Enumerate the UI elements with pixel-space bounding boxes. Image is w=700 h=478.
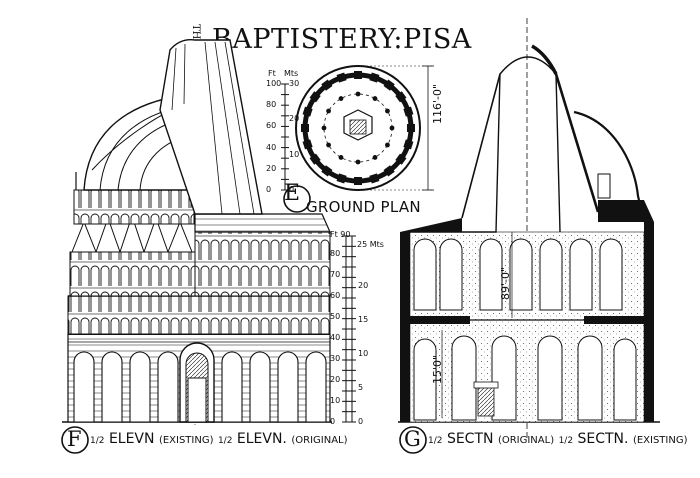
- section-left-fraction: 1/2: [428, 436, 443, 446]
- plan-column: [321, 125, 327, 131]
- plan-column: [372, 155, 378, 160]
- plan-column: [385, 108, 390, 114]
- section-caption: 1/2 SECTN (ORIGINAL) 1/2 SECTN. (EXISTIN…: [428, 432, 688, 446]
- elevation-scale-metre-label: 5: [358, 383, 364, 392]
- plan-scale-metre-label: 0: [289, 185, 295, 194]
- plan-column: [338, 155, 344, 160]
- plan-scale-feet-label: 20: [266, 163, 277, 173]
- ground-plan-letter: E: [284, 181, 301, 206]
- plan-pier: [395, 153, 407, 165]
- elevation-scale-feet-label: 40: [330, 333, 341, 342]
- ground-plan-label: GROUND PLAN: [306, 198, 421, 216]
- plan-column: [389, 125, 395, 131]
- plan-pier: [302, 139, 313, 150]
- main-portal: [179, 342, 215, 423]
- plan-pier: [395, 91, 407, 103]
- section-right-fraction: 1/2: [558, 436, 574, 446]
- lower-arcade: [73, 351, 327, 423]
- elevation-right-label: ELEVN.: [236, 431, 287, 447]
- plan-scale-bar: [281, 83, 289, 191]
- ground-plan-dimension: 116'-0": [431, 83, 444, 124]
- plan-pier: [369, 72, 380, 83]
- plan-pier: [309, 153, 321, 165]
- plan-scale-metre-label: 20: [289, 114, 300, 124]
- section-dimension-upper: 89'-0": [499, 266, 512, 300]
- plan-pier: [309, 91, 321, 103]
- title-mark: THE: [190, 24, 201, 47]
- plan-scale-feet-label: 40: [266, 142, 277, 152]
- elevation-scale-feet-label: 50: [330, 312, 341, 321]
- elevation-scale-metre-unit: 25 Mts: [357, 240, 384, 249]
- plan-pier: [302, 106, 313, 117]
- plan-scale-feet-label: 0: [266, 185, 272, 194]
- plan-scale-metre-label: 30: [289, 79, 300, 88]
- plan-pier: [383, 79, 395, 91]
- section-drawing: [398, 44, 660, 454]
- elevation-left-label: ELEVN: [108, 431, 155, 447]
- plan-pier: [336, 72, 347, 83]
- plan-pier: [301, 124, 309, 132]
- section-right-note: (EXISTING): [632, 435, 688, 446]
- elevation-scale-feet-label: 70: [330, 270, 341, 279]
- plan-pier: [383, 165, 395, 177]
- elevation-left-note: (EXISTING): [158, 435, 214, 446]
- plan-pier: [403, 106, 414, 117]
- plan-pier: [354, 177, 362, 185]
- elevation-scale-feet-label: 60: [330, 291, 341, 300]
- elevation-scale-metre-label: 15: [358, 315, 369, 324]
- plan-column: [326, 142, 331, 148]
- elevation-scale-feet-label: 0: [330, 417, 336, 426]
- elevation-letter-circle: [61, 426, 89, 454]
- plan-column: [326, 108, 331, 114]
- plan-pier: [369, 173, 380, 184]
- plan-piers: [301, 71, 415, 185]
- elevation-scale-feet-label: 10: [330, 396, 341, 405]
- elevation-scale-feet-label: 20: [330, 375, 341, 384]
- section-left-note: (ORIGINAL): [497, 435, 555, 446]
- drawing-title: BAPTISTERY:PISA: [212, 24, 472, 55]
- elevation-scale-feet-unit: Ft 90: [330, 230, 351, 239]
- plan-column: [372, 96, 378, 101]
- elevation-scale-feet-label: 30: [330, 354, 341, 363]
- section-letter: G: [404, 427, 421, 451]
- section-right-label: SECTN.: [577, 431, 629, 447]
- plan-pier: [403, 139, 414, 150]
- elevation-drawing: [62, 39, 332, 423]
- section-upper-arcade: [413, 238, 623, 311]
- elevation-left-fraction: 1/2: [90, 436, 105, 446]
- plan-column: [355, 91, 361, 97]
- plan-column: [338, 96, 344, 101]
- section-dimension-lower: 15'0": [431, 354, 444, 384]
- elevation-scale-metre-label: 0: [358, 417, 364, 426]
- plan-scale-feet-label: 100: [266, 79, 282, 88]
- plan-column: [385, 142, 390, 148]
- plan-pier: [321, 165, 333, 177]
- gothic-gables: [71, 214, 193, 253]
- plan-pier: [407, 124, 415, 132]
- elevation-right-fraction: 1/2: [217, 436, 233, 446]
- elevation-letter: F: [67, 427, 82, 451]
- plan-column: [355, 159, 361, 165]
- section-lower-arcade: [413, 335, 637, 421]
- plan-scale-feet-label: 80: [266, 100, 277, 110]
- elevation-caption: 1/2 ELEVN (EXISTING) 1/2 ELEVN. (ORIGINA…: [90, 432, 348, 446]
- plan-scale-feet-label: 60: [266, 121, 277, 131]
- elevation-scale-metre-label: 20: [358, 281, 369, 290]
- plan-pier: [354, 71, 362, 79]
- elevation-scale-metre-label: 10: [358, 349, 369, 358]
- section-left-label: SECTN: [446, 431, 494, 447]
- elevation-scale-feet-label: 80: [330, 249, 341, 258]
- elevation-scale-bar: [342, 235, 356, 423]
- plan-pier: [321, 79, 333, 91]
- plan-scale-feet-unit: Ft: [268, 69, 276, 78]
- ground-plan: [283, 65, 434, 213]
- plan-scale-metre-label: 10: [289, 149, 300, 159]
- plan-pier: [336, 173, 347, 184]
- plan-scale-metre-unit: Mts: [284, 69, 299, 78]
- elevation-right-note: (ORIGINAL): [291, 435, 348, 446]
